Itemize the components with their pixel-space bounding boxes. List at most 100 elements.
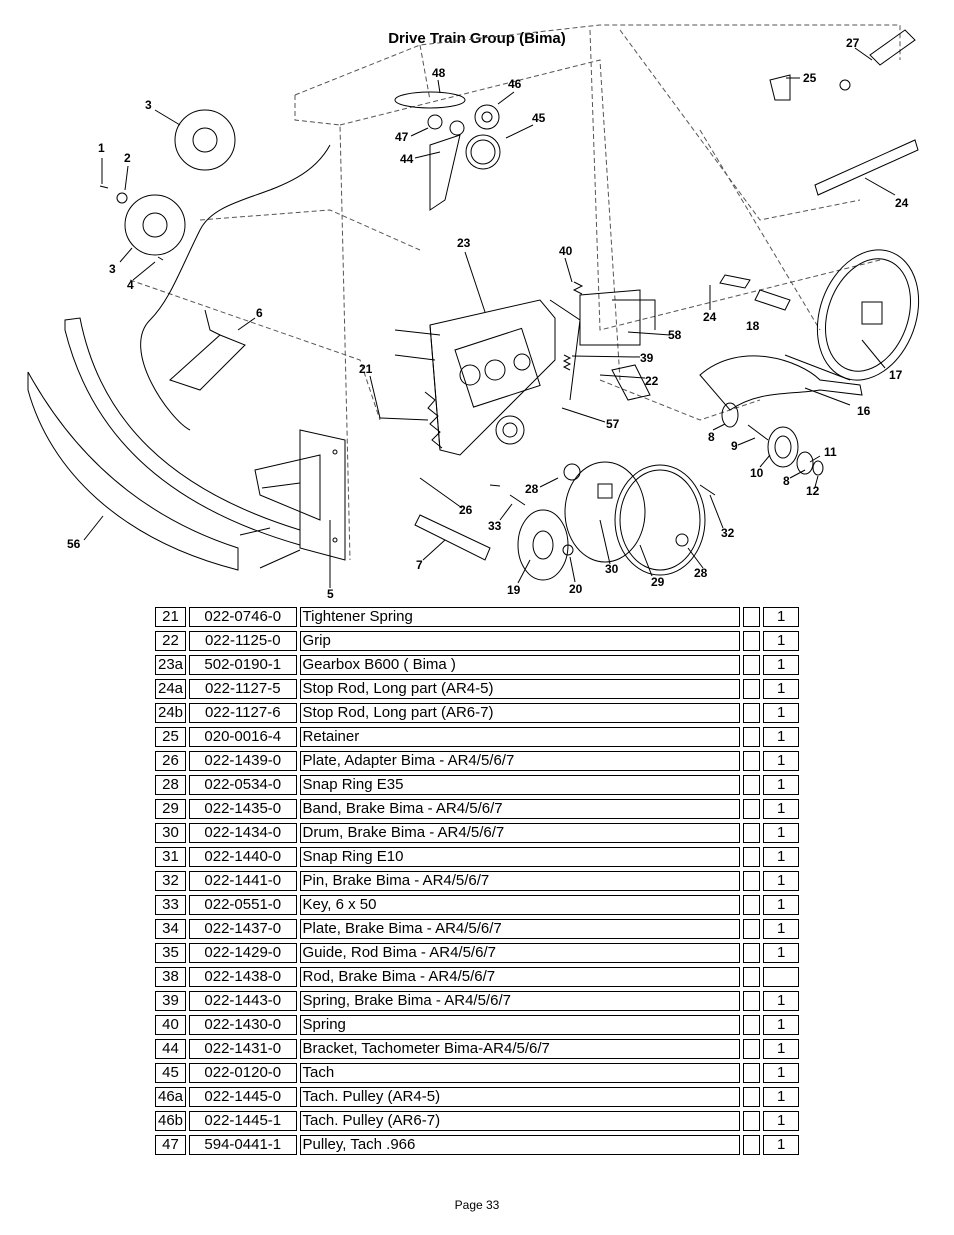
callout-label: 11 [824, 445, 837, 459]
callout-label: 5 [327, 587, 334, 600]
description-cell: Band, Brake Bima - AR4/5/6/7 [299, 799, 740, 819]
note-cell [742, 1087, 761, 1107]
item-number-cell: 26 [155, 751, 187, 771]
callout-label: 26 [459, 503, 473, 517]
note-cell [742, 1015, 761, 1035]
part-number-cell: 594-0441-1 [189, 1135, 297, 1155]
callout-label: 8 [708, 430, 715, 444]
callout-label: 27 [846, 36, 860, 50]
quantity-cell: 1 [763, 727, 799, 747]
note-cell [742, 751, 761, 771]
note-cell [742, 991, 761, 1011]
note-cell [742, 871, 761, 891]
description-cell: Drum, Brake Bima - AR4/5/6/7 [299, 823, 740, 843]
note-cell [742, 703, 761, 723]
part-number-cell: 022-1439-0 [189, 751, 297, 771]
item-number-cell: 29 [155, 799, 187, 819]
note-cell [742, 679, 761, 699]
callout-label: 46 [508, 77, 522, 91]
note-cell [742, 967, 761, 987]
note-cell [742, 631, 761, 651]
quantity-cell: 1 [763, 895, 799, 915]
description-cell: Tightener Spring [299, 607, 740, 627]
description-cell: Retainer [299, 727, 740, 747]
callout-label: 32 [721, 526, 735, 540]
part-number-cell: 022-1127-5 [189, 679, 297, 699]
callout-label: 16 [857, 404, 871, 418]
quantity-cell: 1 [763, 655, 799, 675]
item-number-cell: 23a [155, 655, 187, 675]
description-cell: Plate, Adapter Bima - AR4/5/6/7 [299, 751, 740, 771]
note-cell [742, 799, 761, 819]
description-cell: Spring [299, 1015, 740, 1035]
description-cell: Snap Ring E10 [299, 847, 740, 867]
item-number-cell: 22 [155, 631, 187, 651]
callout-label: 28 [525, 482, 539, 496]
quantity-cell: 1 [763, 943, 799, 963]
quantity-cell: 1 [763, 823, 799, 843]
quantity-cell: 1 [763, 991, 799, 1011]
callout-label: 20 [569, 582, 583, 596]
item-number-cell: 31 [155, 847, 187, 867]
note-cell [742, 943, 761, 963]
item-number-cell: 40 [155, 1015, 187, 1035]
quantity-cell: 1 [763, 751, 799, 771]
quantity-cell: 1 [763, 1063, 799, 1083]
description-cell: Spring, Brake Bima - AR4/5/6/7 [299, 991, 740, 1011]
item-number-cell: 45 [155, 1063, 187, 1083]
callout-label: 12 [806, 484, 820, 498]
description-cell: Gearbox B600 ( Bima ) [299, 655, 740, 675]
item-number-cell: 33 [155, 895, 187, 915]
callout-label: 3 [145, 98, 152, 112]
quantity-cell: 1 [763, 1039, 799, 1059]
item-number-cell: 46b [155, 1111, 187, 1131]
callout-label: 39 [640, 351, 654, 365]
description-cell: Pin, Brake Bima - AR4/5/6/7 [299, 871, 740, 891]
part-number-cell: 022-1443-0 [189, 991, 297, 1011]
callout-label: 17 [889, 368, 903, 382]
callout-label: 56 [67, 537, 81, 551]
item-number-cell: 32 [155, 871, 187, 891]
note-cell [742, 895, 761, 915]
page-number: Page 33 [454, 1198, 500, 1212]
description-cell: Stop Rod, Long part (AR4-5) [299, 679, 740, 699]
callout-label: 44 [400, 152, 414, 166]
quantity-cell: 1 [763, 775, 799, 795]
note-cell [742, 1111, 761, 1131]
part-number-cell: 022-0746-0 [189, 607, 297, 627]
note-cell [742, 655, 761, 675]
description-cell: Stop Rod, Long part (AR6-7) [299, 703, 740, 723]
note-cell [742, 1039, 761, 1059]
callout-label: 8 [783, 474, 790, 488]
note-cell [742, 727, 761, 747]
callout-label: 21 [359, 362, 373, 376]
callout-label: 47 [395, 130, 409, 144]
callout-label: 4 [127, 278, 134, 292]
item-number-cell: 38 [155, 967, 187, 987]
callout-label: 10 [750, 466, 764, 480]
quantity-cell: 1 [763, 703, 799, 723]
quantity-cell: 1 [763, 847, 799, 867]
callout-label: 9 [731, 439, 738, 453]
quantity-cell: 1 [763, 1087, 799, 1107]
callout-label: 45 [532, 111, 546, 125]
part-number-cell: 022-0534-0 [189, 775, 297, 795]
description-cell: Snap Ring E35 [299, 775, 740, 795]
note-cell [742, 823, 761, 843]
callout-label: 33 [488, 519, 502, 533]
part-number-cell: 022-1437-0 [189, 919, 297, 939]
description-cell: Tach. Pulley (AR6-7) [299, 1111, 740, 1131]
